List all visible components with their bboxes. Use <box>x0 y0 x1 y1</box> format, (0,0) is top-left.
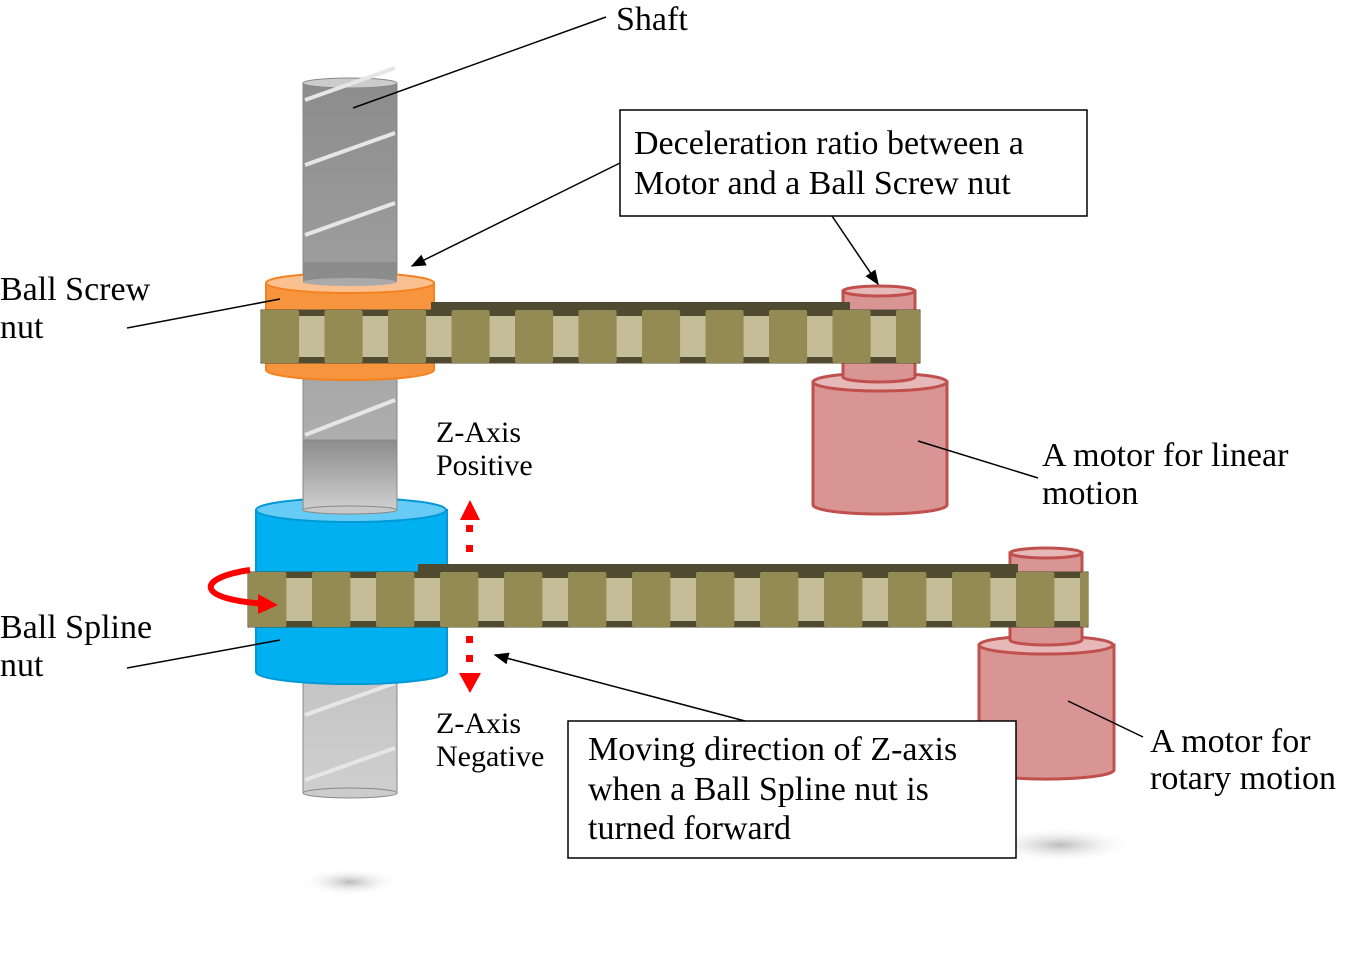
belt-tooth <box>504 572 543 627</box>
belt-tooth <box>440 572 479 627</box>
belt-tooth <box>832 310 871 363</box>
belt-back <box>431 302 850 312</box>
motor-shadow <box>985 827 1135 863</box>
ball-spline-label-line1: Ball Spline <box>0 609 152 646</box>
rotation-arrowhead <box>258 594 278 614</box>
ball-spline-nut <box>255 439 448 686</box>
z-positive-label-line1: Z-Axis <box>436 416 521 449</box>
shaft <box>302 66 398 799</box>
belt-tooth <box>578 310 617 363</box>
moving-direction-label-line2: when a Ball Spline nut is <box>588 771 929 808</box>
rotation-arrow-icon <box>207 567 269 607</box>
rotary-motor-label-line1: A motor for <box>1150 723 1311 760</box>
belt-tooth <box>388 310 427 363</box>
shaft-label: Shaft <box>616 1 688 38</box>
z-negative-arrow-icon <box>459 636 481 693</box>
upper-timing-belt <box>260 302 921 364</box>
belt-tooth <box>568 572 607 627</box>
belt-tooth <box>896 310 920 363</box>
belt-tooth <box>642 310 681 363</box>
deceleration-label-line2: Motor and a Ball Screw nut <box>634 165 1011 202</box>
shaft-shadow <box>300 868 400 896</box>
moving-direction-label-line3: turned forward <box>588 810 791 847</box>
belt-tooth <box>261 310 300 363</box>
ball-screw-label-line1: Ball Screw <box>0 271 151 308</box>
belt-tooth <box>888 572 927 627</box>
belt-tooth <box>376 572 415 627</box>
belt-tooth <box>760 572 799 627</box>
belt-tooth <box>1080 572 1088 627</box>
deceleration-label-line1: Deceleration ratio between a <box>634 125 1024 162</box>
belt-tooth <box>515 310 554 363</box>
z-positive-arrow-icon <box>460 500 480 552</box>
belt-tooth <box>705 310 744 363</box>
belt-tooth <box>1016 572 1055 627</box>
moving-direction-callout-box <box>567 720 1017 859</box>
belt-tooth <box>324 310 363 363</box>
linear-motor-label-line2: motion <box>1042 475 1138 512</box>
belt-tooth <box>312 572 351 627</box>
z-positive-label-line2: Positive <box>436 449 533 482</box>
belt-tooth <box>696 572 735 627</box>
belt-tooth <box>952 572 991 627</box>
deceleration-callout-box <box>619 109 1088 217</box>
z-negative-label-line2: Negative <box>436 740 544 773</box>
z-negative-label-line1: Z-Axis <box>436 707 521 740</box>
belt-tooth <box>769 310 808 363</box>
belt-tooth <box>632 572 671 627</box>
rotary-motor-label-line2: rotary motion <box>1150 760 1336 797</box>
linear-motor-label-line1: A motor for linear <box>1042 437 1289 474</box>
belt-tooth <box>824 572 863 627</box>
leader-lines <box>126 16 1144 738</box>
moving-direction-label-line1: Moving direction of Z-axis <box>588 731 957 768</box>
belt-back <box>418 564 1018 574</box>
ball-spline-label-line2: nut <box>0 647 44 684</box>
lower-timing-belt <box>247 564 1089 628</box>
belt-tooth <box>451 310 490 363</box>
ball-screw-label-line2: nut <box>0 309 44 346</box>
